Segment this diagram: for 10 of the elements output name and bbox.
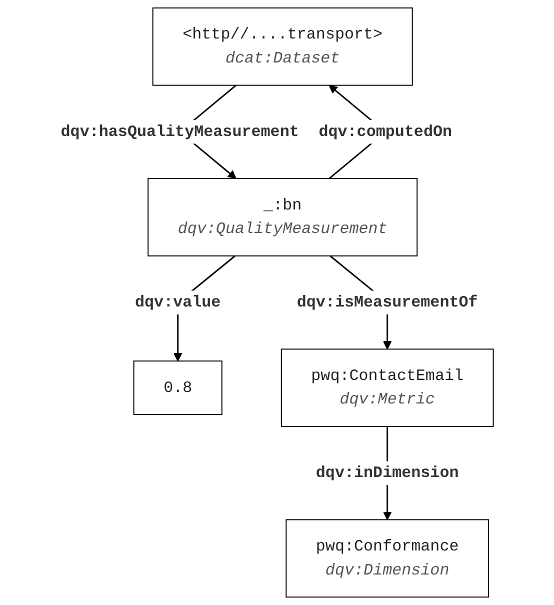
edge-label: dqv:hasQualityMeasurement: [60, 122, 299, 141]
edge-label: dqv:computedOn: [318, 122, 452, 141]
node-box: pwq:Conformance dqv:Dimension: [286, 519, 489, 598]
node-box: 0.8: [133, 360, 222, 416]
edge-label: dqv:isMeasurementOf: [296, 294, 478, 312]
node-box: pwq:ContactEmail dqv:Metric: [280, 348, 494, 427]
edge-label: dqv:inDimension: [316, 464, 459, 482]
edge-label: dqv:value: [134, 294, 221, 312]
node-box: <http//....transport> dcat:Dataset: [152, 7, 413, 86]
node-box: _:bn dqv:QualityMeasurement: [148, 178, 418, 256]
